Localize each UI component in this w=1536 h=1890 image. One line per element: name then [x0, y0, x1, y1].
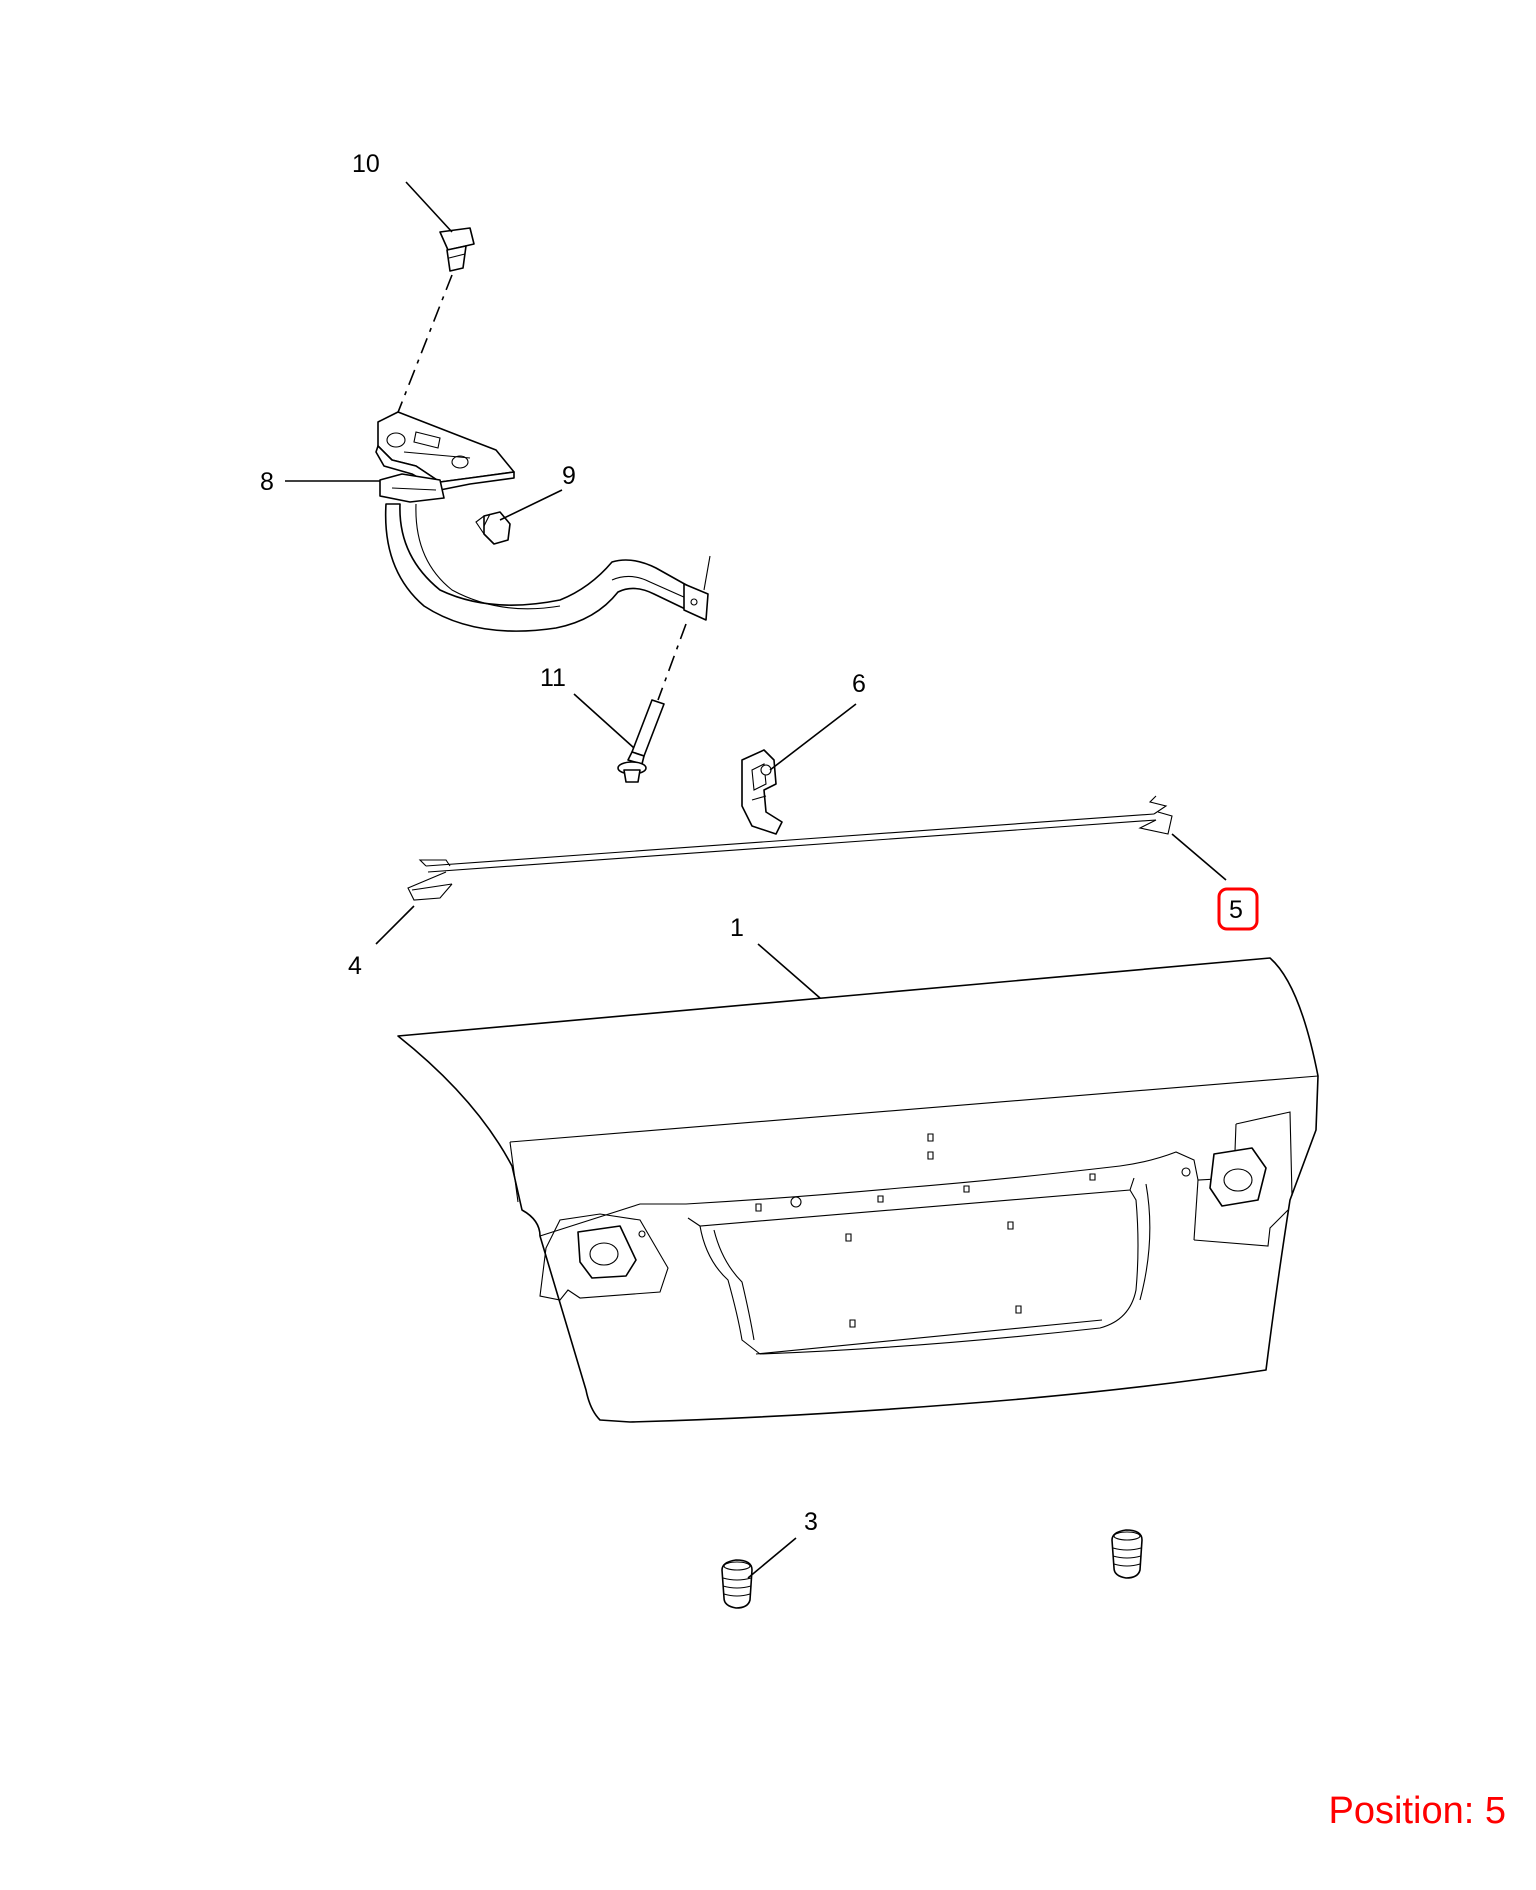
callout-11[interactable]: 11 [540, 664, 566, 692]
leader-9 [499, 489, 563, 521]
callout-9[interactable]: 9 [562, 462, 576, 490]
position-indicator: Position: 5 [1328, 1790, 1506, 1832]
leader-3 [747, 1537, 797, 1579]
part-10-bolt[interactable] [439, 227, 475, 272]
leader-1 [757, 943, 821, 999]
part-10-install-path [394, 274, 453, 421]
leader-lines [285, 181, 1227, 1579]
part-4-5-release-rod[interactable] [407, 795, 1173, 901]
part-1-trunk-lid[interactable] [397, 957, 1319, 1423]
leader-5 [1171, 833, 1227, 881]
leader-6 [769, 703, 857, 771]
part-3-bumper-left[interactable] [721, 1559, 753, 1609]
callout-8[interactable]: 8 [260, 468, 274, 496]
part-8-hinge-bracket[interactable] [375, 411, 515, 503]
part-3-bumper-right[interactable] [1111, 1529, 1143, 1579]
part-9-bumper[interactable] [475, 511, 511, 545]
callout-5[interactable]: 5 [1229, 896, 1243, 924]
callout-6[interactable]: 6 [852, 670, 866, 698]
callout-4[interactable]: 4 [348, 952, 362, 980]
part-11-strut[interactable] [617, 699, 665, 783]
leader-10 [405, 181, 453, 233]
callout-3[interactable]: 3 [804, 1508, 818, 1536]
leader-11 [573, 693, 635, 749]
callout-10[interactable]: 10 [352, 150, 380, 178]
part-6-latch[interactable] [741, 749, 783, 835]
hinge-arm[interactable] [384, 503, 711, 632]
part-11-install-path [657, 623, 687, 701]
trunk-lid-small-holes [638, 1133, 1191, 1328]
leader-4 [375, 905, 415, 945]
highlighted-callout-box [1217, 887, 1259, 931]
callout-1[interactable]: 1 [730, 914, 744, 942]
